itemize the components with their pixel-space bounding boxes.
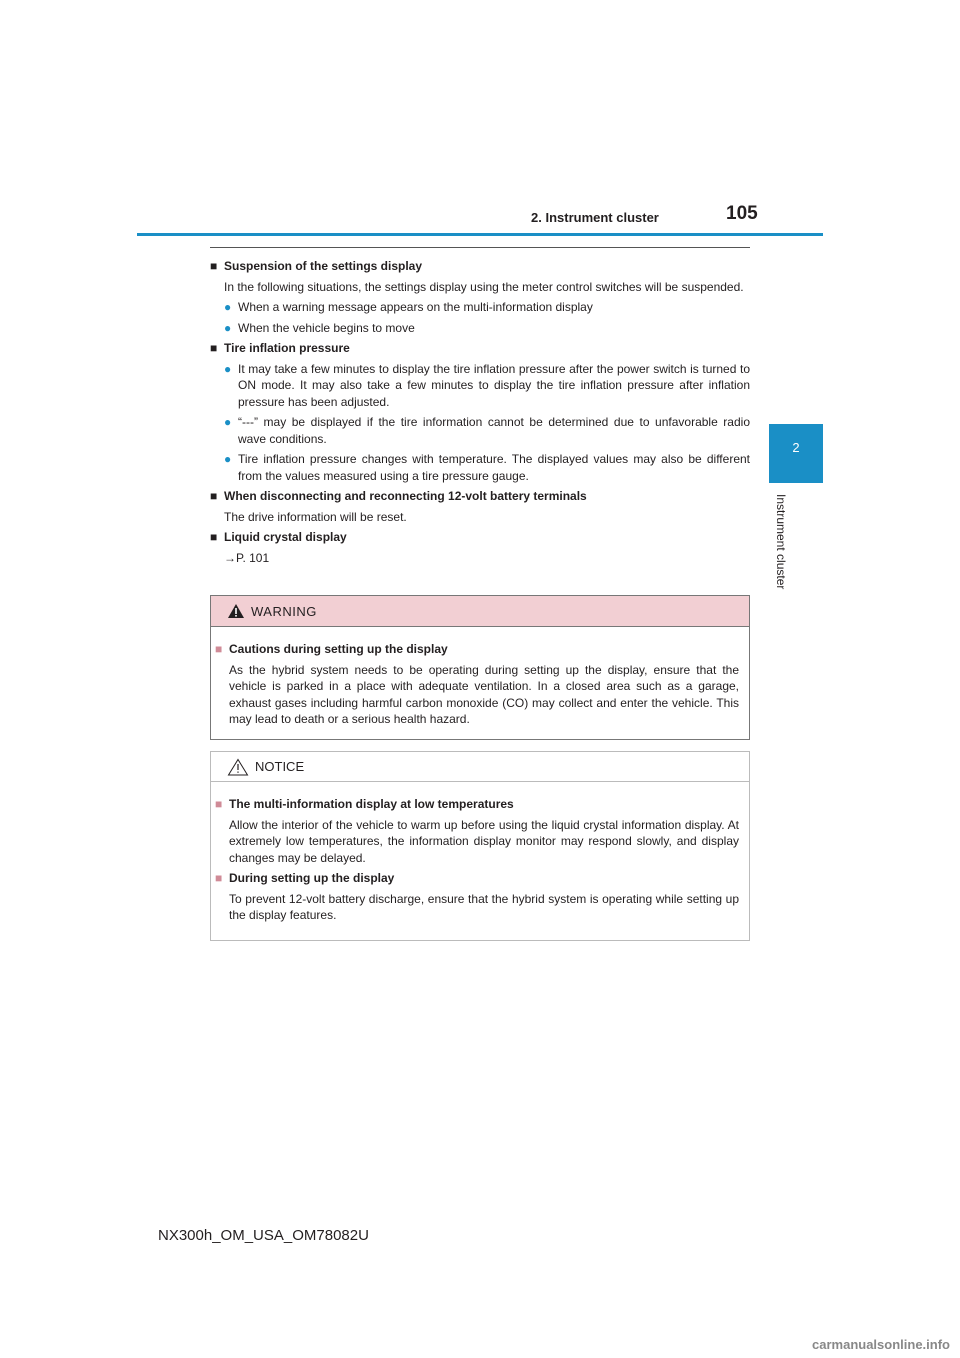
notice-title: NOTICE bbox=[255, 759, 305, 774]
round-bullet-icon: ● bbox=[224, 320, 232, 335]
section-text-battery: The drive information will be reset. bbox=[224, 509, 407, 524]
chapter-label: Instrument cluster bbox=[774, 494, 788, 590]
round-bullet-icon: ● bbox=[224, 415, 232, 429]
square-bullet-icon: ■ bbox=[210, 259, 218, 273]
square-bullet-icon: ■ bbox=[215, 871, 223, 885]
section-heading-lcd: ■Liquid crystal display bbox=[210, 530, 347, 544]
main-content: ■Suspension of the settings display In t… bbox=[210, 258, 750, 566]
bullet-item: ●When the vehicle begins to move bbox=[224, 320, 415, 335]
warning-text: As the hybrid system needs to be operati… bbox=[229, 662, 739, 727]
header-section-title: 2. Instrument cluster bbox=[531, 210, 659, 225]
warning-box: WARNING ■Cautions during setting up the … bbox=[210, 595, 750, 740]
square-bullet-icon: ■ bbox=[210, 341, 218, 355]
section-heading-suspension: ■Suspension of the settings display bbox=[210, 259, 423, 273]
round-bullet-icon: ● bbox=[224, 452, 232, 466]
warning-heading: ■Cautions during setting up the display bbox=[215, 642, 448, 656]
watermark: carmanualsonline.info bbox=[812, 1337, 950, 1352]
page-reference-link[interactable]: →P. 101 bbox=[224, 550, 270, 565]
notice-text: To prevent 12-volt battery discharge, en… bbox=[229, 891, 739, 923]
round-bullet-icon: ● bbox=[224, 300, 232, 314]
notice-text: Allow the interior of the vehicle to war… bbox=[229, 817, 739, 865]
square-bullet-icon: ■ bbox=[210, 530, 218, 544]
round-bullet-icon: ● bbox=[224, 361, 232, 376]
bullet-item: ●It may take a few minutes to display th… bbox=[224, 361, 750, 409]
section-text-suspension: In the following situations, the setting… bbox=[224, 279, 744, 294]
warning-header: WARNING bbox=[211, 596, 749, 627]
bullet-item: ●Tire inflation pressure changes with te… bbox=[224, 452, 750, 483]
warning-triangle-icon bbox=[227, 603, 245, 619]
section-heading-battery: ■When disconnecting and reconnecting 12-… bbox=[210, 489, 587, 503]
square-bullet-icon: ■ bbox=[215, 642, 223, 656]
notice-heading: ■During setting up the display bbox=[215, 871, 395, 885]
bullet-item: ●When a warning message appears on the m… bbox=[224, 300, 593, 314]
footer-doc-code: NX300h_OM_USA_OM78082U bbox=[158, 1227, 369, 1244]
section-heading-tire: ■Tire inflation pressure bbox=[210, 341, 350, 355]
notice-heading: ■The multi-information display at low te… bbox=[215, 797, 514, 811]
notice-header: NOTICE bbox=[211, 752, 749, 782]
page-number: 105 bbox=[726, 203, 758, 224]
notice-body: ■The multi-information display at low te… bbox=[211, 782, 749, 924]
chapter-tab[interactable]: 2 bbox=[769, 424, 823, 483]
chapter-number: 2 bbox=[792, 440, 800, 455]
warning-title: WARNING bbox=[251, 603, 317, 619]
square-bullet-icon: ■ bbox=[210, 489, 218, 503]
notice-triangle-icon bbox=[227, 758, 249, 776]
warning-body: ■Cautions during setting up the display … bbox=[211, 627, 749, 728]
bullet-item: ●“---” may be displayed if the tire info… bbox=[224, 415, 750, 446]
content-top-rule bbox=[210, 247, 750, 248]
header-rule bbox=[137, 233, 823, 236]
notice-box: NOTICE ■The multi-information display at… bbox=[210, 751, 750, 941]
square-bullet-icon: ■ bbox=[215, 797, 223, 811]
